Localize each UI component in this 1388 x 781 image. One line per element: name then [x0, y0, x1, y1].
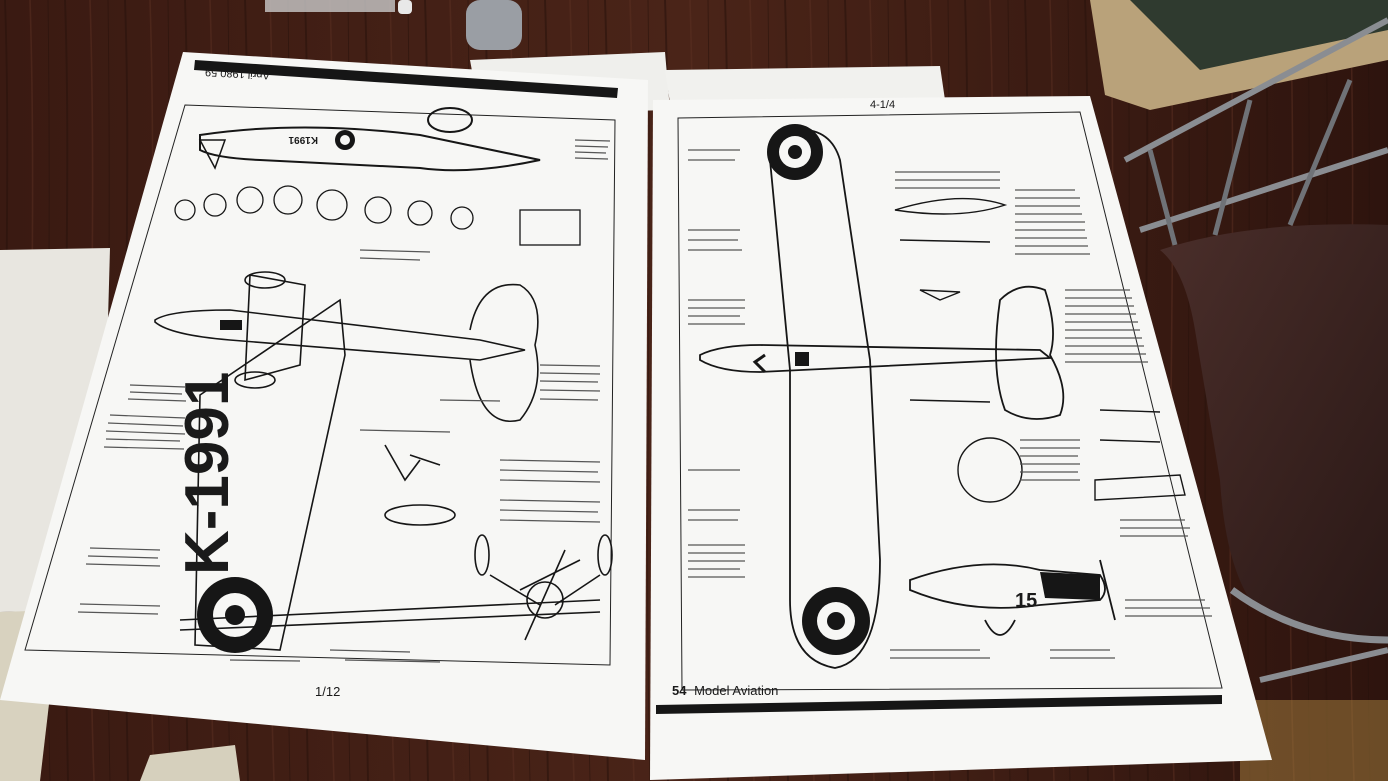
- side-number: 15: [1015, 590, 1037, 612]
- plastic-bag: [265, 0, 395, 12]
- corner-note: 4-1/4: [870, 99, 895, 111]
- chair-seat: [1160, 224, 1388, 640]
- page-number: 54: [672, 683, 687, 698]
- bottle: [466, 0, 522, 50]
- registration-marking: K-1991: [173, 372, 242, 575]
- page-caption: 54 Model Aviation: [672, 683, 778, 698]
- left-header-text: April 1980 59: [205, 66, 270, 81]
- fuselage-code: K1991: [288, 134, 318, 145]
- bottle-cap: [398, 0, 412, 14]
- magazine-title: Model Aviation: [694, 683, 779, 698]
- back-paper-top-2: [665, 66, 945, 103]
- right-plan-sheet: 4-1/4 15: [650, 96, 1272, 780]
- cloth-2: [140, 745, 240, 781]
- scale-note: 1/12: [315, 684, 340, 699]
- left-plan-sheet: April 1980 59 K1991 K-1991: [0, 52, 648, 760]
